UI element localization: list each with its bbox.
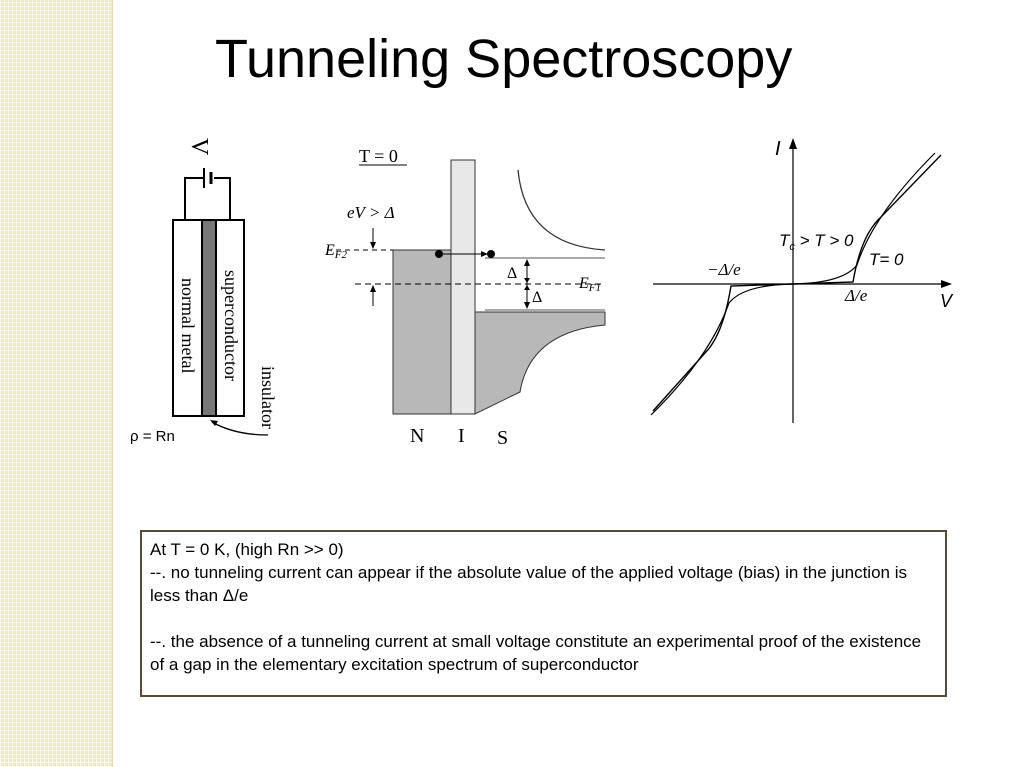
s-region-label: S [497, 427, 508, 449]
electron-end [487, 250, 495, 258]
ef1-label: EF1 [578, 275, 601, 294]
explanation-line-2: --. no tunneling current can appear if t… [150, 563, 907, 605]
tc-label: Tc > T > 0 [779, 231, 854, 253]
bias-label: eV > Δ [347, 203, 395, 222]
normal-metal-label: normal metal [178, 278, 198, 373]
slide-title: Tunneling Spectroscopy [215, 29, 793, 89]
t0-label: T= 0 [869, 250, 904, 269]
superconductor-label: superconductor [221, 270, 241, 381]
temperature-label: T = 0 [359, 146, 398, 166]
explanation-line-3: --. the absence of a tunneling current a… [150, 632, 922, 674]
insulator-layer [201, 219, 217, 417]
voltage-axis-label: V [940, 291, 954, 311]
voltage-axis-arrow [941, 280, 952, 288]
junction-wire [184, 177, 204, 220]
junction-wire-right [214, 177, 231, 220]
current-axis-label: I [775, 138, 781, 160]
junction-diagram: V normal metal superconductor insulator [172, 138, 278, 436]
ev-arrow-upper-head [370, 242, 376, 249]
iv-curve-finite-t [650, 152, 936, 416]
energy-level-diagram: T = 0 eV > Δ EF2 EF1 Δ Δ N I S [324, 146, 606, 449]
insulator-pointer-head [210, 420, 218, 426]
insulator-label: insulator [258, 366, 278, 429]
s-filled-states [474, 311, 606, 415]
gap-arrow-head-top [524, 259, 530, 266]
explanation-textbox: At T = 0 K, (high Rn >> 0) --. no tunnel… [140, 530, 947, 697]
explanation-line-1: At T = 0 K, (high Rn >> 0) [150, 540, 344, 559]
insulator-barrier [450, 159, 476, 415]
n-region-label: N [410, 425, 424, 447]
n-filled-states [392, 249, 452, 415]
decorative-side-strip [0, 0, 113, 767]
gap-arrow-head-bottom [524, 302, 530, 309]
neg-gap-label: −Δ/e [707, 260, 741, 279]
voltage-label: V [186, 138, 212, 156]
ef2-label: EF2 [324, 242, 348, 261]
s-upper-dos-curve [517, 169, 606, 251]
gap-upper-label: Δ [507, 265, 517, 282]
ev-arrow-lower-head [370, 285, 376, 292]
current-axis-arrow [789, 138, 797, 149]
i-region-label: I [458, 425, 465, 447]
gap-arrow-head-mid-down [524, 285, 530, 290]
gap-arrow-head-mid-up [524, 278, 530, 283]
iv-characteristic-diagram: I V −Δ/e Δ/e Tc > T > 0 T= 0 [650, 138, 954, 423]
resistance-label: ρ = Rn [130, 428, 175, 445]
gap-lower-label: Δ [532, 289, 542, 306]
superconductor-layer [215, 219, 245, 417]
pos-gap-label: Δ/e [844, 286, 868, 305]
tunneling-arrow-head [481, 251, 488, 257]
